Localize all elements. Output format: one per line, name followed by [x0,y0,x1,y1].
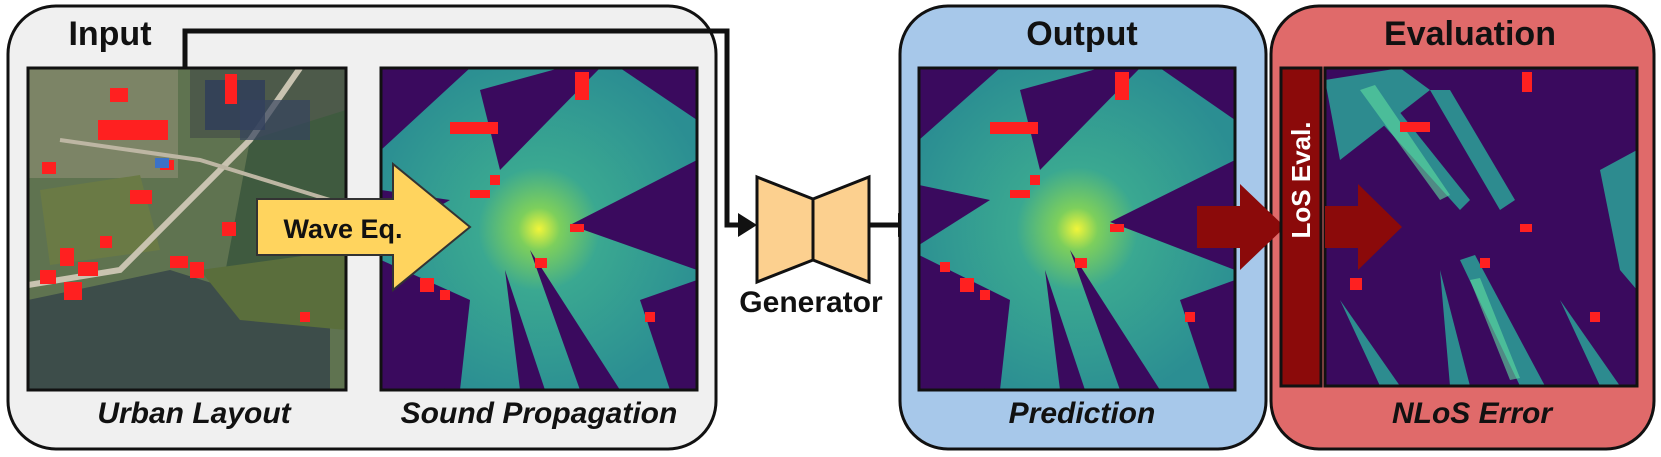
input-panel: Input [6,4,718,451]
los-eval-label: LoS Eval. [1286,121,1316,238]
output-to-evaluation-arrow [1197,184,1285,270]
prediction-image [919,68,1235,390]
input-title: Input [68,15,151,53]
generator-block: Generator [739,174,883,319]
generator-decoder [811,174,871,285]
prediction-caption: Prediction [1009,397,1156,430]
nlos-error-caption: NLoS Error [1392,397,1554,430]
evaluation-panel: Evaluation [1197,4,1656,451]
sound-propagation-image [381,68,697,390]
los-to-error-arrow [1325,184,1402,270]
wave-eq-label: Wave Eq. [283,214,402,244]
urban-layout-caption: Urban Layout [97,397,292,430]
output-panel: Output [898,4,1268,451]
sound-propagation-caption: Sound Propagation [401,397,678,430]
generator-label: Generator [739,286,883,319]
los-eval-bar: LoS Eval. [1279,66,1323,388]
layout-to-generator-connector [182,28,757,237]
evaluation-title: Evaluation [1384,15,1556,53]
output-title: Output [1026,15,1137,53]
generator-encoder [755,174,815,285]
wave-eq-arrow: Wave Eq. [256,161,472,293]
